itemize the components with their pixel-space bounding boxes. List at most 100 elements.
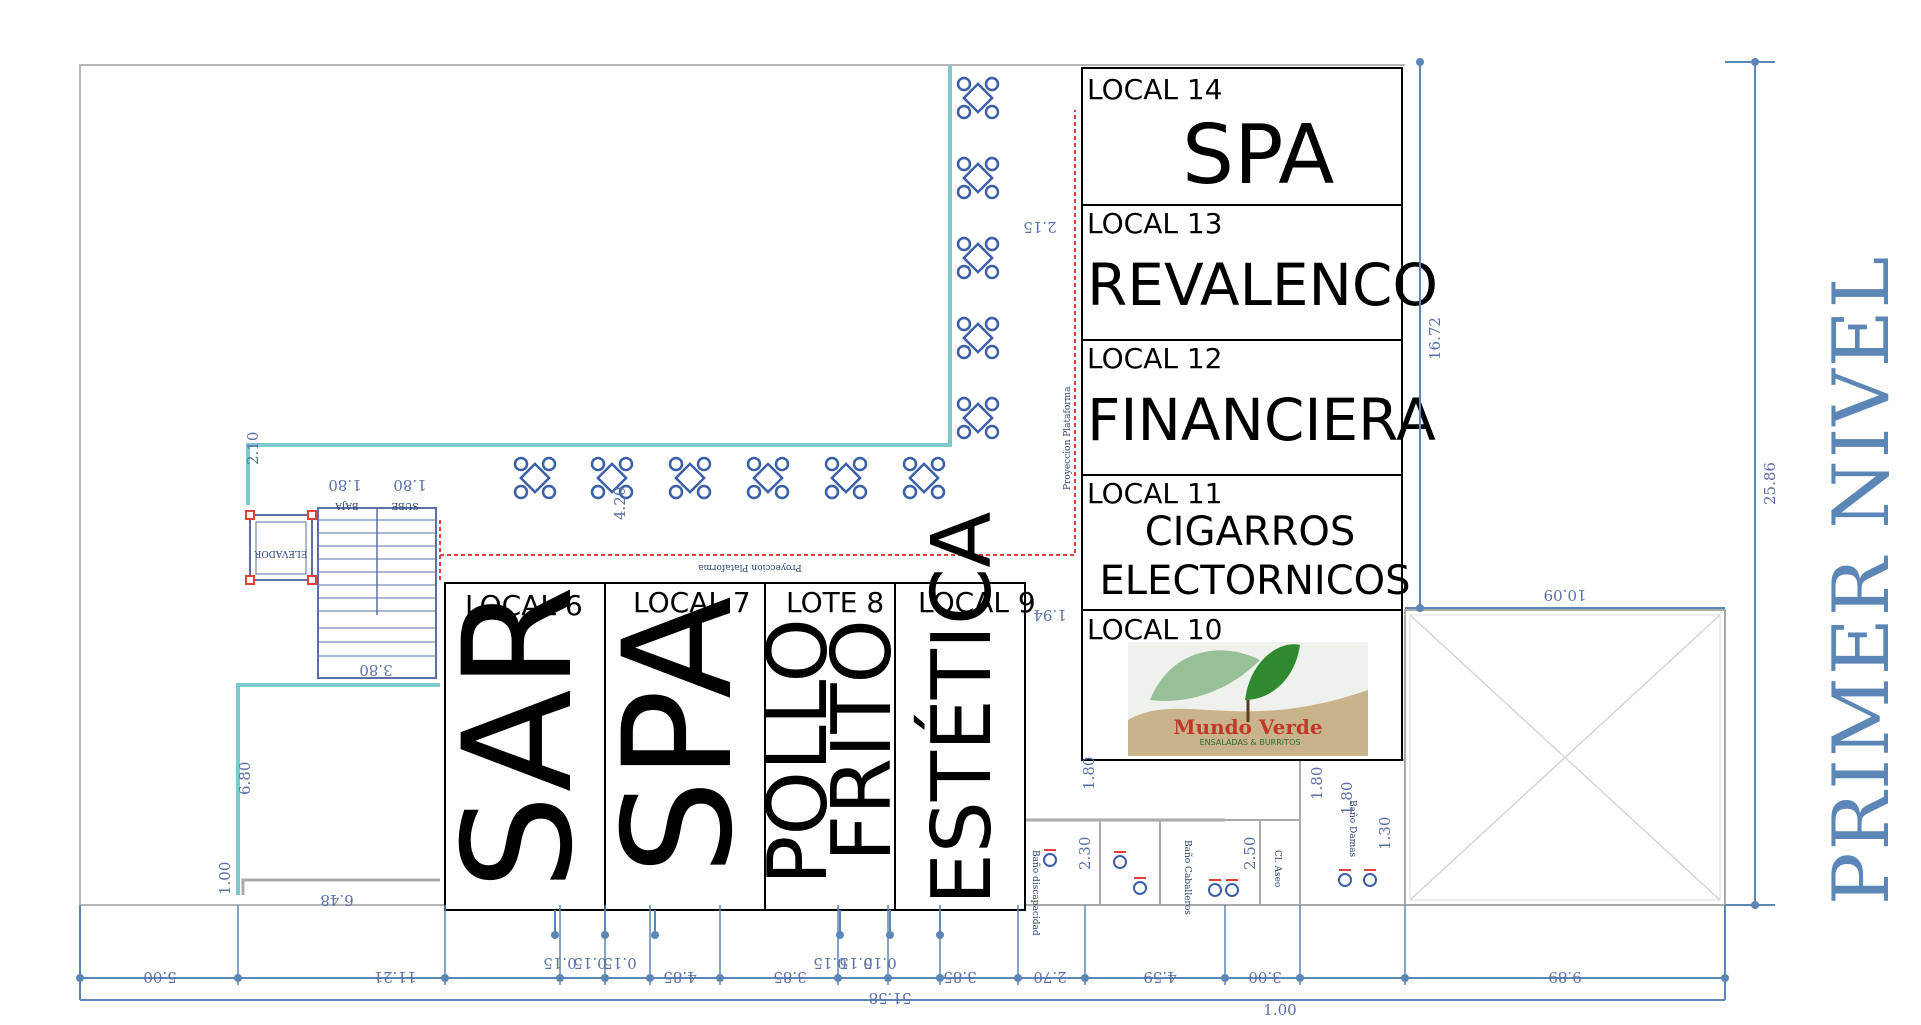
right-locals: LOCAL 14 SPA LOCAL 13 REVALENCO LOCAL 12… xyxy=(1081,67,1438,761)
stairs: BAJA SUBE xyxy=(317,500,437,679)
local9-box[interactable] xyxy=(894,582,1026,911)
dim-bottom-12: 4.59 xyxy=(1143,968,1176,986)
dim-180c: 1.80 xyxy=(1080,757,1098,790)
dim-bottom-3: 0.15 xyxy=(573,954,606,972)
table-group xyxy=(956,316,1000,360)
dim-380: 3.80 xyxy=(359,661,392,679)
local9-label: LOCAL 9 xyxy=(918,586,1036,619)
dim-right-upper: 16.72 xyxy=(1426,317,1444,360)
projection-label-horizontal: Proyeccion Plataforma xyxy=(698,562,802,572)
dim-680: 6.80 xyxy=(236,762,254,795)
dim-bottom-14: 9.89 xyxy=(1548,968,1581,986)
open-hall xyxy=(1404,609,1726,906)
dim-250: 2.50 xyxy=(1241,837,1259,870)
local7-box[interactable] xyxy=(604,582,766,911)
local13-name: REVALENCO xyxy=(1087,251,1438,319)
table-group xyxy=(824,456,868,500)
projection-label-vertical: Proyeccion Plataforma xyxy=(1063,386,1073,490)
logo-text: Mundo Verde xyxy=(1173,715,1322,739)
bottom-locals: LOCAL 6 LOCAL 7 LOTE 8 LOCAL 9 SAR SPA P… xyxy=(432,512,1036,911)
local11-name-line1: CIGARROS xyxy=(1145,509,1356,555)
local14-label: LOCAL 14 xyxy=(1087,73,1222,106)
local14-box[interactable] xyxy=(1081,67,1403,206)
local6-label: LOCAL 6 xyxy=(465,589,583,622)
dim-180d: 1.80 xyxy=(1308,767,1326,800)
table-groups xyxy=(513,76,1000,500)
dim-130: 1.30 xyxy=(1376,817,1394,850)
dim-bottom-2: 0.15 xyxy=(543,954,576,972)
interior-dimensions: 2.10 1.80 1.80 3.80 6.80 6.48 1.00 4.20 … xyxy=(216,218,1586,909)
lote8-name-line2: FRITO xyxy=(815,619,910,862)
table-group xyxy=(746,456,790,500)
table-group xyxy=(956,396,1000,440)
toilet-icon xyxy=(1208,879,1222,897)
bath-men-label: Baño Caballeros xyxy=(1182,840,1192,915)
dim-bottom-9: 3.85 xyxy=(773,968,806,986)
toilet-icon xyxy=(1338,869,1352,887)
dim-bottom-0: 5.00 xyxy=(143,968,176,986)
cleaning-label: Cl. Aseo xyxy=(1272,850,1282,887)
local6-name: SAR xyxy=(432,585,606,890)
dim-bottom-7: 0.15 xyxy=(839,954,872,972)
toilet-icon xyxy=(1133,877,1147,895)
local9-name: ESTÉTICA xyxy=(914,512,1010,905)
local12-box[interactable] xyxy=(1081,339,1403,476)
dim-230: 2.30 xyxy=(1076,837,1094,870)
local12-label: LOCAL 12 xyxy=(1087,342,1222,375)
local12-name: FINANCIERA xyxy=(1087,386,1436,454)
dim-bottom-10: 3.85 xyxy=(943,968,976,986)
lote8-box[interactable] xyxy=(764,582,896,911)
dim-180a: 1.80 xyxy=(328,476,361,494)
local13-label: LOCAL 13 xyxy=(1087,207,1222,240)
table-group xyxy=(513,456,557,500)
local11-box[interactable] xyxy=(1081,474,1403,611)
local11-label: LOCAL 11 xyxy=(1087,477,1222,510)
mundo-verde-logo: Mundo Verde ENSALADAS & BURRITOS xyxy=(1128,642,1368,756)
dim-1009: 10.09 xyxy=(1544,586,1587,604)
local7-label: LOCAL 7 xyxy=(633,586,751,619)
lote8-name-line1: POLLO xyxy=(751,618,846,885)
toilet-icon xyxy=(1043,849,1057,867)
dim-194: 1.94 xyxy=(1033,606,1066,624)
dim-bottom-8: 0.15 xyxy=(863,954,896,972)
dim-bottom-11: 2.70 xyxy=(1033,968,1066,986)
dim-215: 2.15 xyxy=(1023,218,1056,236)
table-group xyxy=(590,456,634,500)
stair-up-label: SUBE xyxy=(392,500,419,510)
dim-648: 6.48 xyxy=(320,891,353,909)
local11-name-line2: ELECTORNICOS xyxy=(1100,558,1411,604)
table-group xyxy=(956,156,1000,200)
dim-bottom-4: 0.15 xyxy=(603,954,636,972)
level-title: PRIMER NIVEL xyxy=(1817,255,1907,905)
toilet-icon xyxy=(1113,851,1127,869)
lote8-label: LOTE 8 xyxy=(786,586,884,619)
dim-bottom-5: 4.85 xyxy=(663,968,696,986)
bath-women-label: Baño Damas xyxy=(1347,800,1357,858)
sanitary-fixtures xyxy=(1043,849,1377,897)
table-group xyxy=(668,456,712,500)
right-dimensions: 16.72 25.86 xyxy=(1405,58,1779,909)
dim-180b: 1.80 xyxy=(393,476,426,494)
dim-bottom-1: 11.21 xyxy=(374,968,417,986)
table-group xyxy=(956,236,1000,280)
local10-label: LOCAL 10 xyxy=(1087,613,1222,646)
logo-sub: ENSALADAS & BURRITOS xyxy=(1200,738,1301,747)
local6-box[interactable] xyxy=(444,582,606,911)
dim-420: 4.20 xyxy=(611,487,629,520)
bath-disabled-label: Baño discapacidad xyxy=(1030,850,1040,936)
dim-bottom-6: 0.15 xyxy=(813,954,846,972)
dim-right-overall: 25.86 xyxy=(1761,462,1779,505)
dim-100: 1.00 xyxy=(216,862,234,895)
dim-bottom-13: 3.00 xyxy=(1248,968,1281,986)
local14-name: SPA xyxy=(1182,108,1334,203)
table-group xyxy=(902,456,946,500)
toilet-icon xyxy=(1225,879,1239,897)
toilet-icon xyxy=(1363,869,1377,887)
dim-total-small: 1.00 xyxy=(1263,1001,1296,1019)
table-group xyxy=(956,76,1000,120)
elevator-label: ELEVADOR xyxy=(254,548,307,558)
elevator: ELEVADOR xyxy=(245,510,317,585)
stair-down-label: BAJA xyxy=(335,500,359,510)
